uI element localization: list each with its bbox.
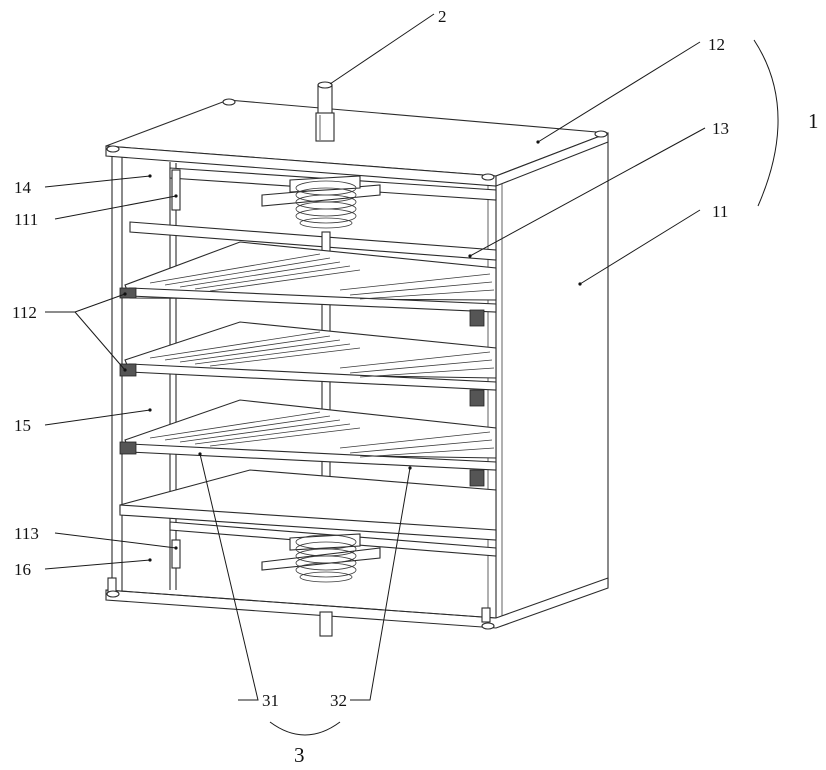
label-13: 13 bbox=[712, 119, 729, 138]
label-16: 16 bbox=[14, 560, 31, 579]
label-111: 111 bbox=[14, 210, 38, 229]
side-panel-11 bbox=[488, 140, 608, 620]
label-3: 3 bbox=[294, 743, 305, 767]
label-11: 11 bbox=[712, 202, 728, 221]
label-32: 32 bbox=[330, 691, 347, 710]
label-12: 12 bbox=[708, 35, 725, 54]
label-1: 1 bbox=[808, 109, 819, 133]
label-113: 113 bbox=[14, 524, 39, 543]
label-15: 15 bbox=[14, 416, 31, 435]
top-shaft-2 bbox=[316, 82, 334, 141]
label-31: 31 bbox=[262, 691, 279, 710]
label-2: 2 bbox=[438, 7, 447, 26]
label-112: 112 bbox=[12, 303, 37, 322]
label-14: 14 bbox=[14, 178, 32, 197]
